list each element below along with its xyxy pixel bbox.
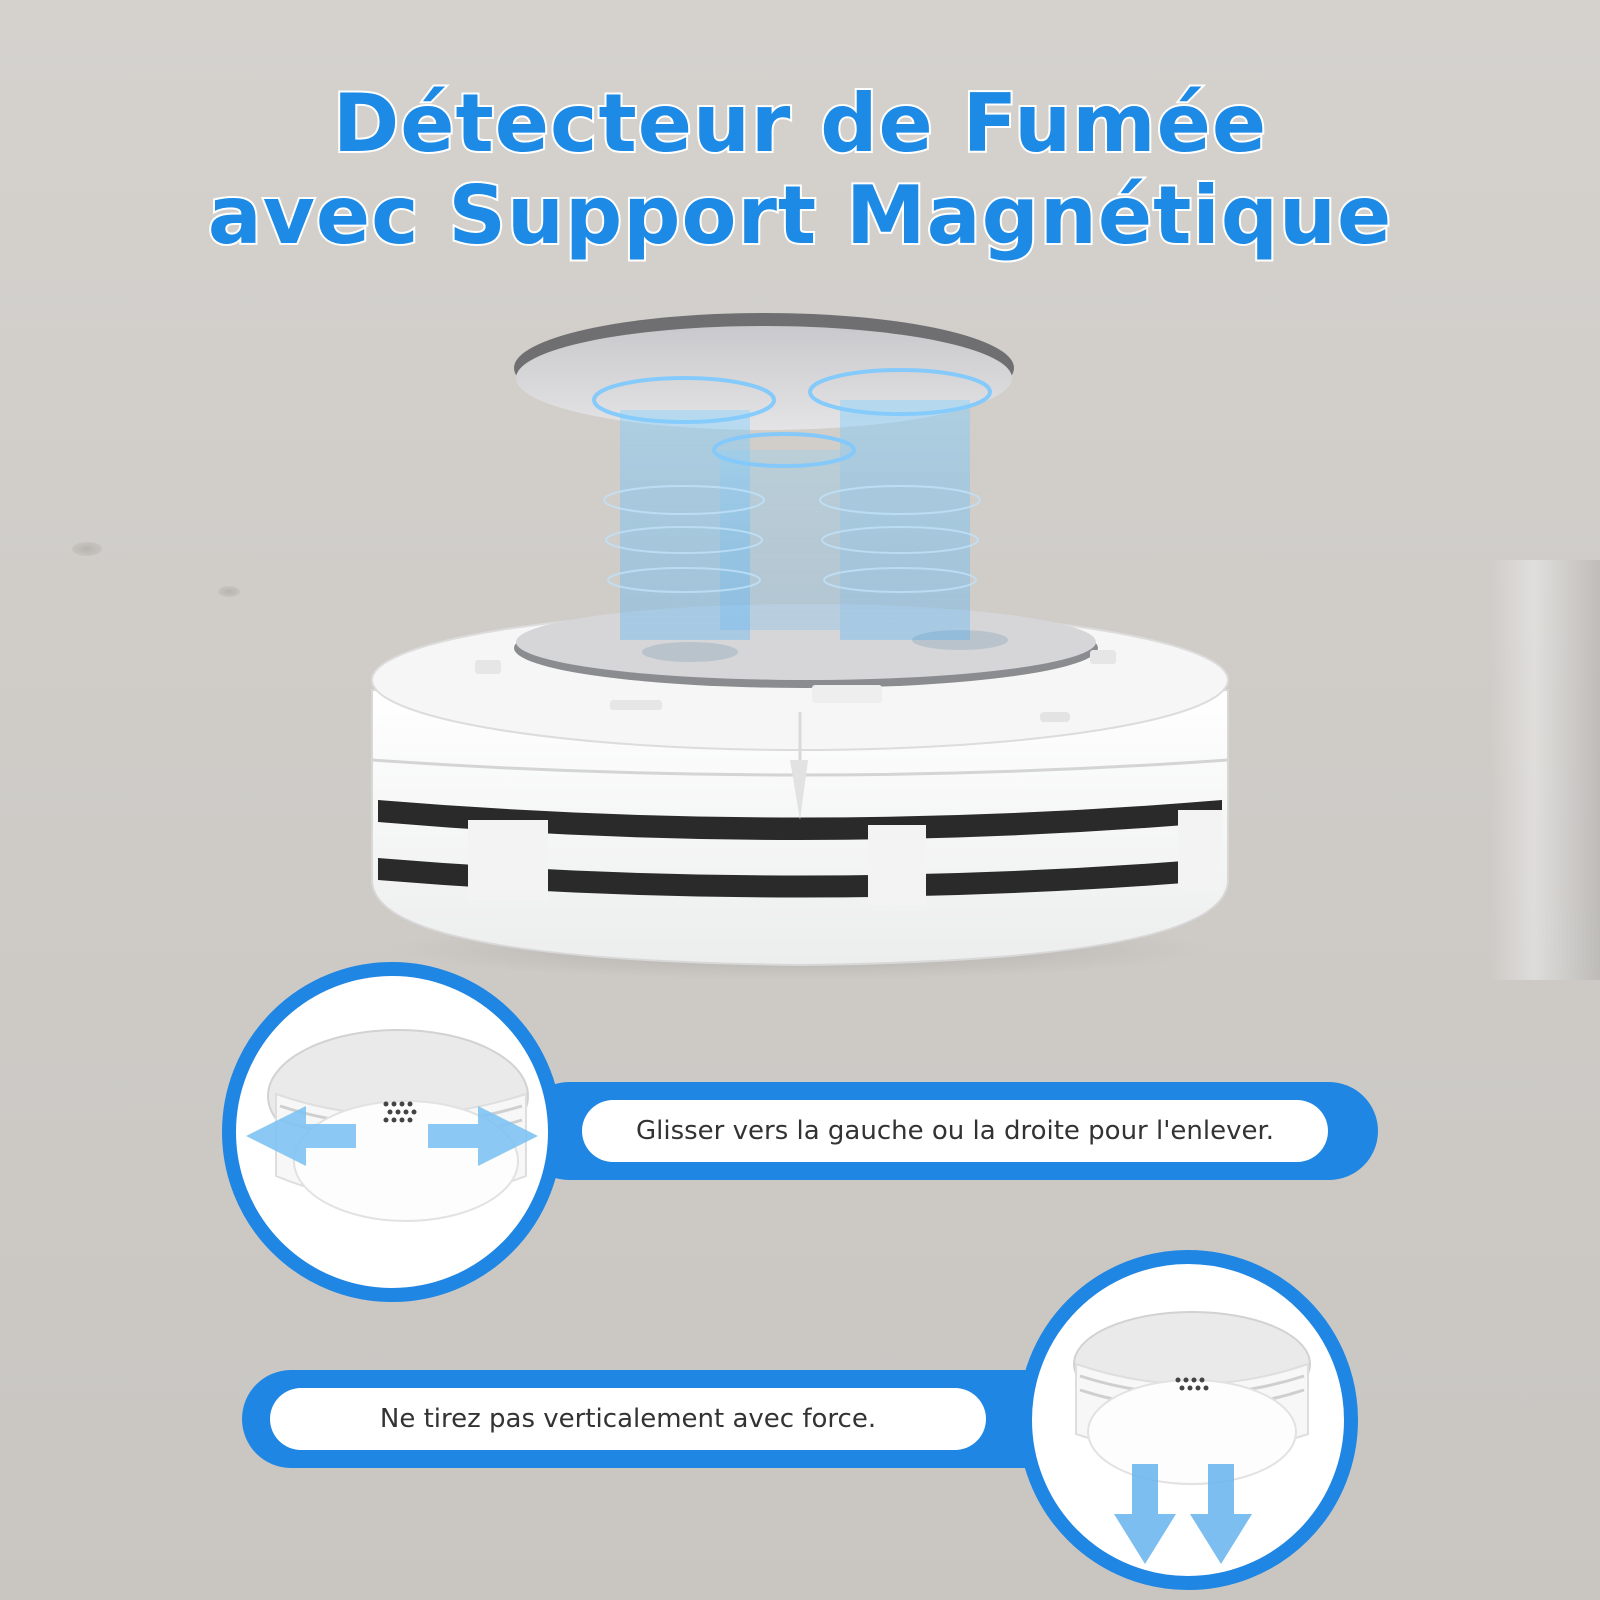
double-arrow-horizontal-icon xyxy=(246,1106,538,1166)
title-line-2: avec Support Magnétique xyxy=(206,168,1393,264)
smoke-detector-hero-image xyxy=(371,313,1229,980)
callout-pull-pill: Ne tirez pas verticalement avec force. xyxy=(242,1370,1102,1468)
page-title: Détecteur de Fumée avec Support Magnétiq… xyxy=(0,76,1600,264)
vent-slot xyxy=(378,858,1222,898)
callout-slide-text: Glisser vers la gauche ou la droite pour… xyxy=(635,1116,1275,1146)
callout-pull-text-box: Ne tirez pas verticalement avec force. xyxy=(270,1388,986,1450)
ceiling-spot xyxy=(72,542,102,556)
ceiling-corner xyxy=(1490,560,1600,980)
callout-slide-pill: Glisser vers la gauche ou la droite pour… xyxy=(520,1082,1378,1180)
pull-detector-image xyxy=(1073,1311,1311,1564)
callout-pull-text: Ne tirez pas verticalement avec force. xyxy=(379,1404,877,1434)
ceiling-spot xyxy=(218,586,240,597)
title-line-1: Détecteur de Fumée xyxy=(331,76,1268,172)
slide-instruction-circle xyxy=(222,962,562,1302)
slide-detector-image xyxy=(246,1029,538,1222)
callout-slide-text-box: Glisser vers la gauche ou la droite pour… xyxy=(582,1100,1328,1162)
magnetic-field-effect xyxy=(592,368,992,640)
double-arrow-down-icon xyxy=(1114,1464,1252,1564)
pull-warning-circle xyxy=(1018,1250,1358,1590)
